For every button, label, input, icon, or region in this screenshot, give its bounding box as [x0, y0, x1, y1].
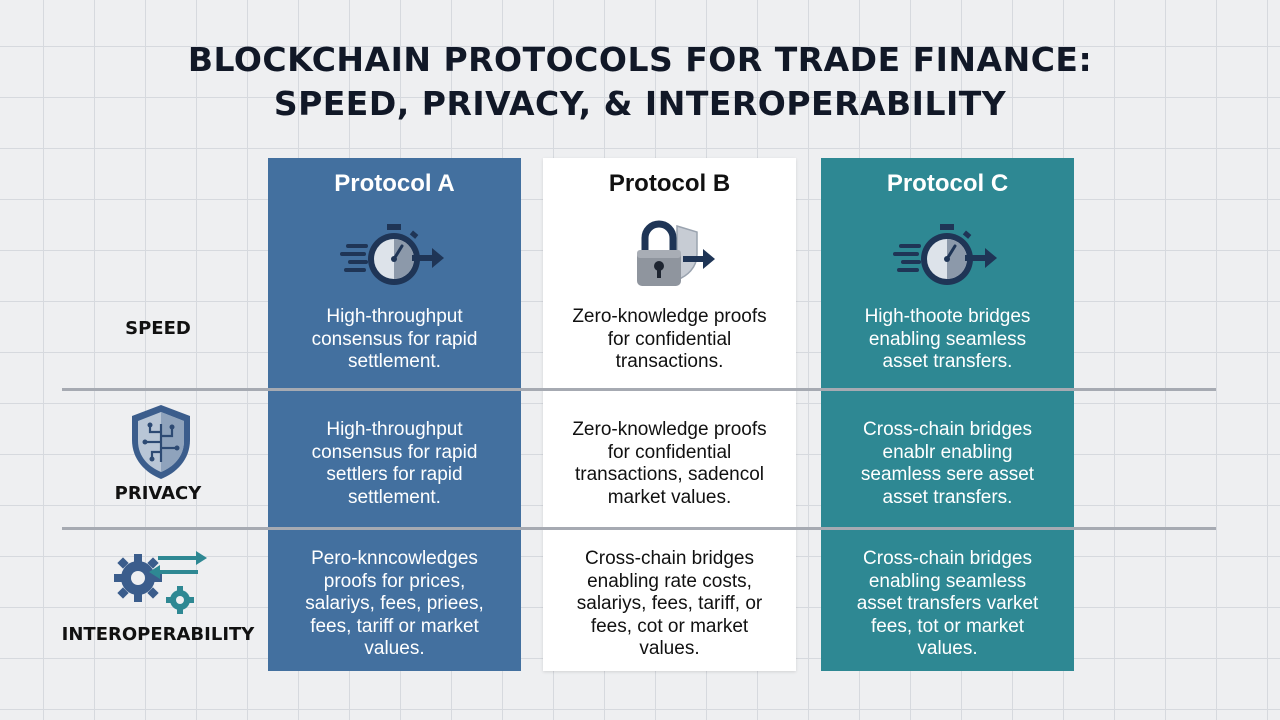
row-label-interoperability: INTEROPERABILITY: [61, 624, 255, 645]
page-title: BLOCKCHAIN PROTOCOLS FOR TRADE FINANCE: …: [0, 38, 1280, 126]
row-label-privacy: PRIVACY: [114, 483, 202, 504]
cell-line: enabling seamless: [868, 328, 1027, 350]
stopwatch-arrow-icon: [892, 224, 997, 285]
protocol-b-privacy-cell: Zero-knowledge proofs for confidential t…: [551, 419, 788, 509]
row-divider: [62, 388, 1216, 391]
cell-line: transactions, sadencol: [574, 464, 765, 485]
title-line-2: SPEED, PRIVACY, & INTEROPERABILITY: [273, 84, 1007, 123]
title-line-1: BLOCKCHAIN PROTOCOLS FOR TRADE FINANCE:: [187, 40, 1093, 79]
protocol-a-interoperability-cell: Pero-knncowledges proofs for prices, sal…: [276, 548, 513, 661]
cell-line: values.: [364, 638, 425, 659]
cell-line: High-throughput: [326, 419, 463, 440]
protocol-b-header: Protocol B: [608, 170, 731, 197]
protocol-c-speed-cell: High-thoote bridges enabling seamless as…: [829, 306, 1066, 374]
cell-line: values.: [639, 638, 700, 659]
row-label-speed: SPEED: [125, 318, 191, 339]
cell-line: consensus for rapid: [311, 441, 478, 463]
cell-line: fees, cot or market: [590, 615, 749, 637]
cell-line: fees, tariff or market: [310, 615, 479, 637]
cell-line: consensus for rapid: [311, 328, 478, 350]
protocol-b-interoperability-cell: Cross-chain bridges enabling rate costs,…: [551, 548, 788, 661]
cell-line: salariys, fees, priees,: [305, 593, 484, 614]
cell-line: Cross-chain bridges: [863, 419, 1032, 440]
cell-line: enablr enabling: [882, 441, 1013, 463]
protocol-c-privacy-cell: Cross-chain bridges enablr enabling seam…: [829, 419, 1066, 509]
circuit-shield-icon: [132, 405, 190, 479]
protocol-a-column: Protocol A High-throughput consensus for…: [268, 158, 521, 671]
cell-line: market values.: [607, 486, 732, 508]
protocol-a-header: Protocol A: [334, 170, 455, 197]
cell-line: salariys, fees, tariff, or: [576, 593, 763, 614]
protocol-a-speed-cell: High-throughput consensus for rapid sett…: [276, 306, 513, 374]
cell-line: settlers for rapid: [326, 464, 463, 485]
cell-line: for confidential: [607, 328, 732, 350]
row-divider: [62, 527, 1216, 530]
cell-line: High-thoote bridges: [864, 306, 1031, 327]
padlock-shield-icon: [636, 220, 715, 286]
protocol-a-privacy-cell: High-throughput consensus for rapid sett…: [276, 419, 513, 509]
cell-line: Zero-knowledge proofs: [572, 419, 767, 440]
cell-line: fees, tot or market: [870, 615, 1025, 637]
protocol-b-column: Protocol B Zero-knowledge proofs for con…: [543, 158, 796, 671]
cell-line: Zero-knowledge proofs: [572, 306, 767, 327]
cell-line: seamless sere asset: [860, 464, 1035, 485]
cell-line: Cross-chain bridges: [585, 548, 754, 569]
cell-line: enabling rate costs,: [587, 570, 752, 592]
cell-line: High-throughput: [326, 306, 463, 327]
stopwatch-arrow-icon: [339, 224, 444, 285]
cell-line: for confidential: [607, 441, 732, 463]
cell-line: asset transfers.: [882, 351, 1013, 372]
cell-line: asset transfers varket: [856, 593, 1039, 614]
cell-line: settlement.: [348, 351, 441, 372]
protocol-c-header: Protocol C: [886, 170, 1009, 197]
protocol-b-speed-cell: Zero-knowledge proofs for confidential t…: [551, 306, 788, 374]
cell-line: Cross-chain bridges: [863, 548, 1032, 569]
cell-line: transactions.: [615, 351, 724, 372]
gears-arrows-icon: [114, 551, 207, 614]
cell-line: asset transfers.: [882, 486, 1013, 508]
cell-line: Pero-knncowledges: [311, 548, 478, 569]
cell-line: enabling seamless: [868, 570, 1027, 592]
cell-line: values.: [917, 638, 978, 659]
cell-line: settlement.: [348, 486, 441, 508]
protocol-c-interoperability-cell: Cross-chain bridges enabling seamless as…: [829, 548, 1066, 661]
cell-line: proofs for prices,: [323, 570, 466, 592]
protocol-c-column: Protocol C High-thoote bridges enabling …: [821, 158, 1074, 671]
